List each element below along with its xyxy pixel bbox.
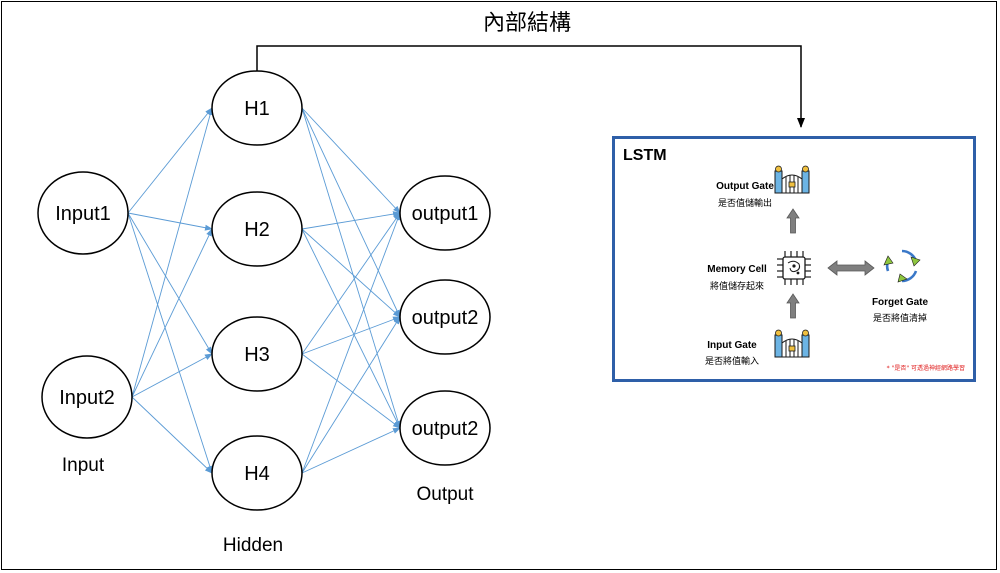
lstm-title: LSTM (623, 147, 667, 164)
hidden-output-edge (301, 212, 401, 474)
input-hidden-edge (127, 212, 213, 231)
hidden-output-edge (301, 316, 401, 355)
input-hidden-edge (127, 212, 213, 474)
hidden-node-3: H3 (211, 316, 303, 392)
hidden-output-edge (301, 107, 401, 214)
hidden-output-edge (301, 107, 401, 429)
hidden-node-label: H2 (244, 219, 270, 241)
hidden-output-edge (301, 353, 401, 429)
input-node-label: Input2 (59, 387, 115, 409)
output-node-1: output1 (399, 175, 491, 251)
up-arrow-icon (786, 208, 800, 234)
input-node-1: Input1 (37, 171, 129, 255)
hidden-node-2: H2 (211, 191, 303, 267)
output-caption: Output (416, 484, 474, 505)
output-gate-sub: 是否值儲輸出 (717, 199, 772, 209)
output-node-label: output2 (412, 307, 479, 329)
hidden-output-edge (301, 228, 401, 429)
double-arrow-icon (827, 260, 875, 276)
input-hidden-edge (127, 107, 213, 214)
recycle-icon (883, 249, 921, 283)
lstm-panel: LSTM Output Gate 是否值儲輸出 Memory Cell 將值儲存… (612, 136, 976, 382)
input-node-2: Input2 (41, 355, 133, 439)
input-hidden-edge (127, 212, 213, 355)
hidden-caption: Hidden (223, 535, 283, 556)
hidden-node-label: H3 (244, 344, 270, 366)
input-caption: Input (62, 455, 105, 476)
input-hidden-edge (131, 107, 214, 398)
hidden-node-label: H4 (244, 463, 270, 485)
input-hidden-edge (131, 396, 213, 474)
edges (127, 107, 401, 474)
output-node-2: output2 (399, 279, 491, 355)
hidden-node-1: H1 (211, 70, 303, 146)
output-gate-label: Output Gate (716, 181, 774, 192)
hidden-output-edge (301, 107, 401, 318)
memory-cell-sub: 將值儲存起來 (709, 282, 764, 292)
hidden-output-edge (301, 427, 401, 474)
hidden-output-edge (301, 228, 401, 318)
chip-icon (777, 251, 811, 285)
output-node-label: output1 (412, 203, 479, 225)
hidden-output-edge (301, 212, 401, 355)
forget-gate-sub: 是否將值清掉 (872, 314, 927, 324)
hidden-node-4: H4 (211, 435, 303, 511)
input-gate-label: Input Gate (707, 340, 757, 351)
hidden-node-label: H1 (244, 98, 270, 120)
hidden-output-edge (301, 211, 401, 230)
input-gate-sub: 是否將值輸入 (704, 357, 759, 367)
forget-gate-label: Forget Gate (871, 297, 929, 308)
lstm-note: * "是否" 可透過神經網路學習 (886, 365, 965, 372)
up-arrow-icon (786, 293, 800, 319)
output-node-label: output2 (412, 418, 479, 440)
input-hidden-edge (131, 228, 213, 398)
gate-icon (774, 329, 810, 358)
connector-arrow (256, 45, 805, 128)
output-node-3: output2 (399, 390, 491, 466)
input-hidden-edge (131, 353, 213, 398)
hidden-output-edge (301, 316, 401, 474)
gate-icon (774, 165, 810, 194)
diagram-title: 內部結構 (483, 11, 571, 36)
memory-cell-label: Memory Cell (707, 264, 767, 275)
input-node-label: Input1 (55, 203, 111, 225)
